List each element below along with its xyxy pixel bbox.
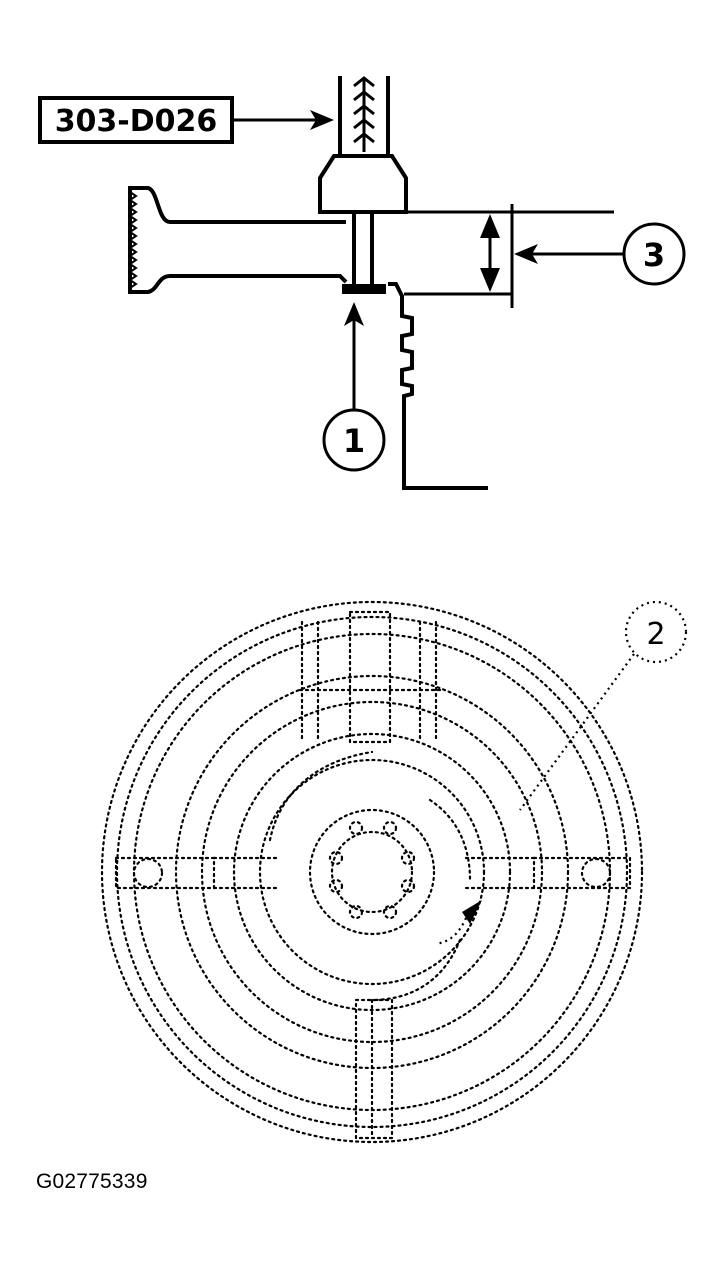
hub-ring [308, 808, 436, 936]
spoke-left [114, 856, 282, 890]
inner-detail-arc-2 [428, 798, 472, 882]
inner-ring [232, 732, 512, 1012]
tool-head [318, 154, 408, 214]
inner-ring-2 [258, 758, 486, 986]
tool-pin [352, 214, 374, 284]
callout-1-label: 1 [343, 422, 365, 460]
hub-profile [128, 186, 348, 294]
callout-3: 3 [514, 222, 686, 286]
figure-id: G02775339 [36, 1170, 148, 1193]
threaded-shaft [338, 76, 390, 156]
callout-1: 1 [322, 302, 386, 472]
hub-splines [328, 820, 416, 920]
outer-ring [100, 600, 644, 1144]
callout-2: 2 [519, 600, 688, 811]
tool-label-leader [232, 110, 334, 130]
tool-side-view: 303-D026 [38, 76, 686, 490]
clutch-plate-front-view [100, 600, 644, 1144]
spoke-top [298, 610, 442, 744]
compressor-shaft-profile [388, 282, 488, 490]
inner-detail-arc [268, 750, 462, 1002]
tool-label: 303-D026 [55, 104, 218, 139]
pin-tip-washer [342, 284, 386, 294]
rotation-arrow [435, 900, 482, 946]
air-gap-dimension [404, 204, 614, 308]
callout-3-label: 3 [643, 236, 665, 274]
hub-serrations [128, 191, 138, 289]
callout-2-label: 2 [646, 617, 665, 652]
tool-label-box: 303-D026 [38, 96, 234, 144]
spoke-bottom [354, 998, 394, 1140]
spoke-right [464, 856, 632, 890]
hub-bore [330, 830, 414, 914]
